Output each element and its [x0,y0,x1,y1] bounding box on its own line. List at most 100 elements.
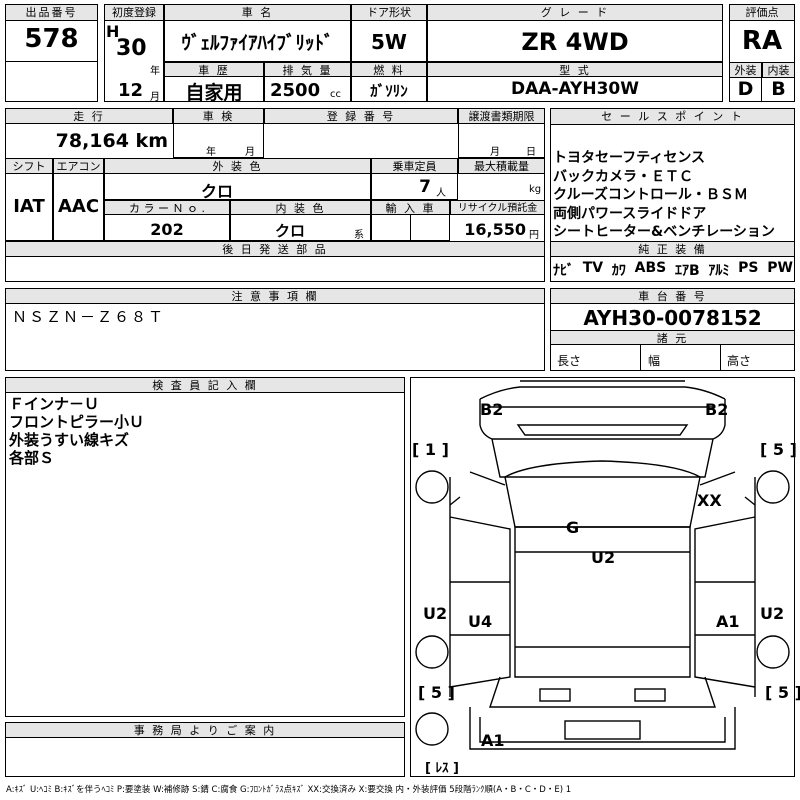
ext-color-value: クロ [200,182,233,201]
door-label: ドア形状 [351,4,427,21]
displacement-unit: cc [330,89,341,100]
recycle-unit: 円 [529,230,539,241]
damage-mark: U2 [760,604,785,623]
equipment-item: ｴｱB [674,263,700,279]
car-name-label: 車 名 [164,4,351,21]
notes-label: 注 意 事 項 欄 [5,288,545,304]
mileage-value: 78,164 km [55,130,168,152]
damage-mark: U2 [591,548,616,567]
color-no-cell [104,214,230,241]
ac-value: AAC [57,196,100,217]
inspection-month-unit: 月 [245,147,255,158]
grade-label: グ レ ー ド [427,4,723,21]
ac-cell [53,173,104,241]
damage-mark: U4 [468,612,493,631]
int-color-value: クロ [274,222,305,240]
spec-width-divider [640,345,641,371]
shift-value: IAT [13,196,45,217]
interior-score: B [771,78,786,100]
load-unit: kg [529,184,542,195]
equipment-item: ﾅﾋﾞ [553,263,574,279]
inspector-line: 各部Ｓ [9,449,55,467]
fuel-value: ｶﾞｿﾘﾝ [370,82,408,100]
equipment-item: PS [738,260,759,276]
first-reg-year: 30 [116,36,147,61]
first-reg-label: 初度登録 [104,4,164,21]
history-value: 自家用 [185,82,243,104]
later-parts-label: 後 日 発 送 部 品 [5,241,545,257]
interior-label: 内装 [762,62,795,78]
diagram-box [410,377,795,777]
color-no-label: カ ラ ー Ｎ ｏ . [104,200,230,215]
damage-mark: [ 5 ] [760,440,797,459]
recycle-label: リサイクル預託金 [450,200,545,215]
equipment-item: ｱﾙﾐ [708,263,730,279]
spec-label: 諸 元 [550,330,795,345]
exterior-cell [729,77,762,102]
sales-point-item: バックカメラ・ＥＴＣ [553,168,693,185]
transfer-label: 譲渡書類期限 [458,108,545,124]
sales-point-item: シートヒーター&ベンチレーション [553,224,775,240]
shift-label: シフト [5,158,53,174]
damage-mark: A1 [716,612,740,631]
damage-mark: [ 5 ] [418,683,455,702]
score-value: RA [741,26,783,56]
capacity-cell [371,173,458,200]
transfer-day-unit: 日 [526,147,536,158]
first-reg-month: 12 [118,80,144,101]
sales-point-item: 両側パワースライドドア [553,205,707,222]
model-label: 型 式 [427,62,723,77]
displacement-value: 2500 [270,80,321,101]
equipment-item: ABS [634,260,667,276]
damage-mark: B2 [480,400,504,419]
ext-color-cell [104,173,371,200]
mileage-label: 走 行 [5,108,173,124]
office-label: 事 務 局 よ り ご 案 内 [5,722,405,738]
lot-divider [5,61,98,62]
era-mark: H [106,22,120,41]
equipment-item: TV [582,260,604,276]
transfer-cell [458,123,545,158]
damage-mark: XX [697,491,722,510]
chassis-number: AYH30-0078152 [583,306,762,330]
capacity-value: 7 [419,177,431,197]
score-label: 評価点 [729,4,795,21]
damage-mark: U2 [423,604,448,623]
displacement-cell [264,76,351,102]
shift-cell [5,173,53,241]
inspector-line: Ｆインナ－Ｕ [9,395,100,413]
length-label: 長さ [557,354,582,368]
height-label: 高さ [727,354,752,368]
damage-mark: [ ﾚｽ ] [425,761,459,776]
month-unit: 月 [150,92,160,103]
equipment-label: 純 正 装 備 [550,241,795,257]
recycle-value: 16,550 [464,220,526,239]
damage-mark: G [566,518,580,537]
chassis-label: 車 台 番 号 [550,288,795,304]
equipment-item: ｶﾜ [611,263,626,279]
damage-mark: [ 1 ] [412,440,449,459]
capacity-unit: 人 [436,188,446,199]
transfer-month-unit: 月 [490,147,500,158]
notes-value: ＮＳＺＮ－Ｚ６８Ｔ [12,308,166,326]
grade-value: ZR 4WD [521,28,629,56]
equipment-list: ﾅﾋﾞ TV ｶﾜ ABS ｴｱB ｱﾙﾐ PS PW [553,260,793,280]
fuel-cell [351,76,427,102]
fuel-label: 燃 料 [351,62,427,77]
inspection-year-unit: 年 [206,147,216,158]
displacement-label: 排 気 量 [264,62,351,77]
sales-point-item: クルーズコントロール・ＢＳＭ [553,187,748,203]
sales-point-item: トヨタセーフティセンス [553,150,706,166]
import-divider [410,214,411,241]
damage-mark: [ 5 ] [765,683,800,702]
sales-label: セ ー ル ス ポ イ ン ト [550,108,795,125]
ext-color-label: 外 装 色 [104,158,371,174]
equipment-item: PW [767,260,793,276]
int-color-cell [230,214,371,241]
registration-label: 登 録 番 号 [264,108,458,124]
color-no-value: 202 [150,220,184,239]
inspector-label: 検 査 員 記 入 欄 [5,377,405,393]
year-unit: 年 [150,66,160,77]
load-label: 最大積載量 [458,158,545,174]
